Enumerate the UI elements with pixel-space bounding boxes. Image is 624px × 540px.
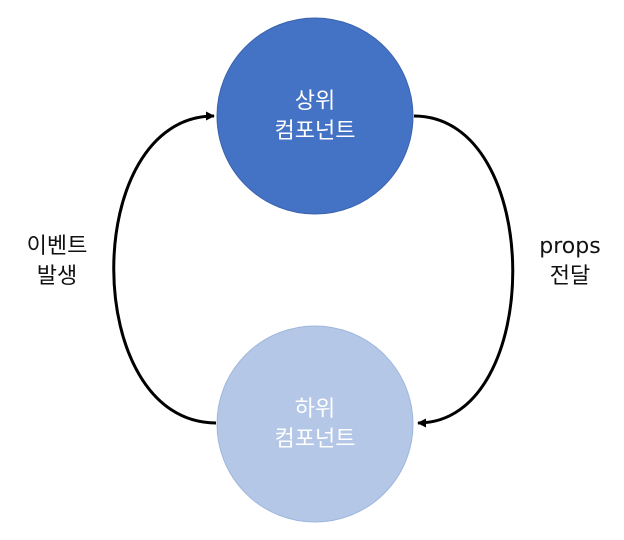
props-edge-label: props 전달 (539, 234, 600, 289)
parent-component-circle (216, 17, 414, 215)
child-component-node: 하위 컴포넌트 (216, 325, 414, 523)
child-component-circle (216, 325, 414, 523)
props-arrow (413, 114, 515, 428)
event-label-line2: 발생 (37, 264, 77, 289)
props-label-line2: 전달 (550, 264, 590, 289)
event-arrow (112, 111, 217, 425)
child-component-label-line2: 컴포넌트 (275, 427, 356, 452)
event-label-line1: 이벤트 (27, 234, 88, 259)
child-component-label-line1: 하위 (295, 397, 335, 422)
parent-component-node: 상위 컴포넌트 (216, 17, 414, 215)
props-label-line1: props (539, 234, 600, 259)
event-edge-label: 이벤트 발생 (27, 234, 88, 289)
parent-component-label-line1: 상위 (295, 89, 335, 114)
parent-component-label-line2: 컴포넌트 (275, 119, 356, 144)
